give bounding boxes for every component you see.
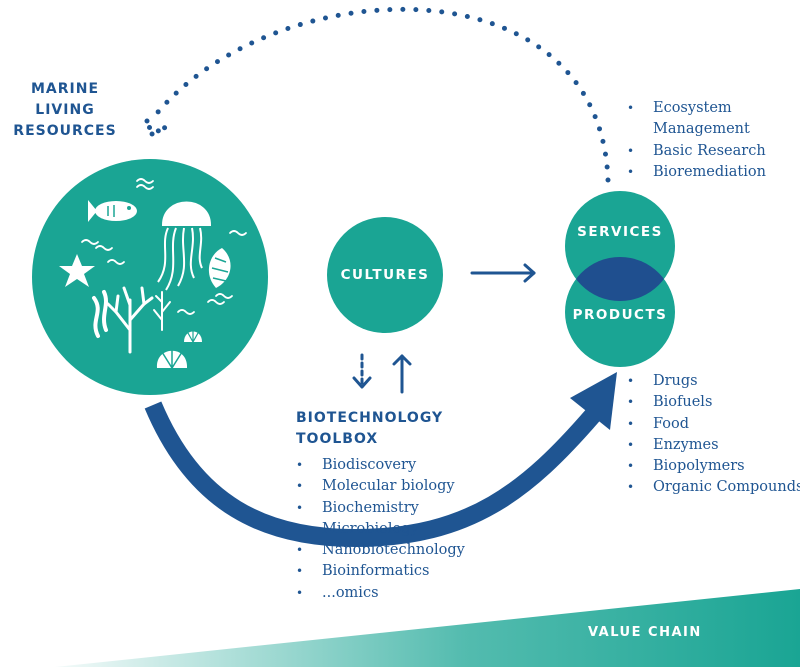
list-item: •Biochemistry <box>296 499 419 516</box>
shell-icon <box>208 248 231 288</box>
list-item: Management <box>653 121 750 138</box>
marine-resources-circle <box>32 159 268 395</box>
feedback-arrowhead <box>144 118 169 137</box>
scallop-icon <box>156 348 188 369</box>
toolbox-heading-line: TOOLBOX <box>296 431 379 447</box>
value-chain-wedge <box>55 589 800 667</box>
cultures-circle <box>327 217 443 333</box>
list-item: •Biopolymers <box>627 458 745 475</box>
list-item: •Ecosystem <box>627 100 732 116</box>
cultures-label: CULTURES <box>340 267 430 283</box>
seaweed-icon <box>153 291 171 331</box>
marine-heading-line: RESOURCES <box>13 123 117 139</box>
list-item: •Biofuels <box>627 394 713 411</box>
toolbox-heading-line: BIOTECHNOLOGY <box>296 410 444 426</box>
list-item: •Organic Compounds <box>627 479 800 496</box>
marine-resources-heading: MARINE LIVING RESOURCES <box>0 79 130 142</box>
services-list: •Ecosystem Management •Basic Research •B… <box>625 98 766 183</box>
list-item: •Enzymes <box>627 436 719 453</box>
products-list: •Drugs •Biofuels •Food •Enzymes •Biopoly… <box>625 371 800 499</box>
list-item: •Food <box>627 415 690 432</box>
services-label: SERVICES <box>577 224 663 240</box>
list-item: •Bioremediation <box>627 163 766 180</box>
value-arc <box>144 401 600 548</box>
toolbox-list: •Biodiscovery •Molecular biology •Bioche… <box>294 455 465 604</box>
up-solid-arrow <box>392 354 412 394</box>
fish-icon <box>88 200 137 222</box>
value-chain-label: VALUE CHAIN <box>588 625 702 640</box>
list-item: •Nanobiotechnology <box>296 542 465 559</box>
list-item: •Bioinformatics <box>296 563 430 580</box>
seaweed-icon <box>92 290 108 338</box>
list-item: •Biodiscovery <box>296 457 417 473</box>
list-item: •Molecular biology <box>296 478 455 495</box>
services-products-overlap <box>565 257 675 301</box>
list-item: •Basic Research <box>627 142 766 159</box>
coral-icon <box>106 286 154 354</box>
list-item: •Microbiology <box>296 520 419 537</box>
marine-heading-line: MARINE <box>30 81 100 97</box>
scallop-icon <box>184 331 202 343</box>
jellyfish-icon <box>157 201 212 291</box>
starfish-icon <box>59 254 95 287</box>
value-arc-arrowhead <box>570 372 617 430</box>
down-dashed-arrow <box>352 353 372 389</box>
feedback-dotted-arc <box>155 6 611 183</box>
list-item: •Drugs <box>627 373 698 389</box>
list-item: •...omics <box>296 584 379 601</box>
marine-heading-line: LIVING <box>35 102 95 118</box>
products-label: PRODUCTS <box>572 307 668 323</box>
toolbox-heading: BIOTECHNOLOGY TOOLBOX <box>296 408 443 450</box>
cultures-to-services-arrow <box>470 263 536 283</box>
wave-icon <box>81 178 247 315</box>
